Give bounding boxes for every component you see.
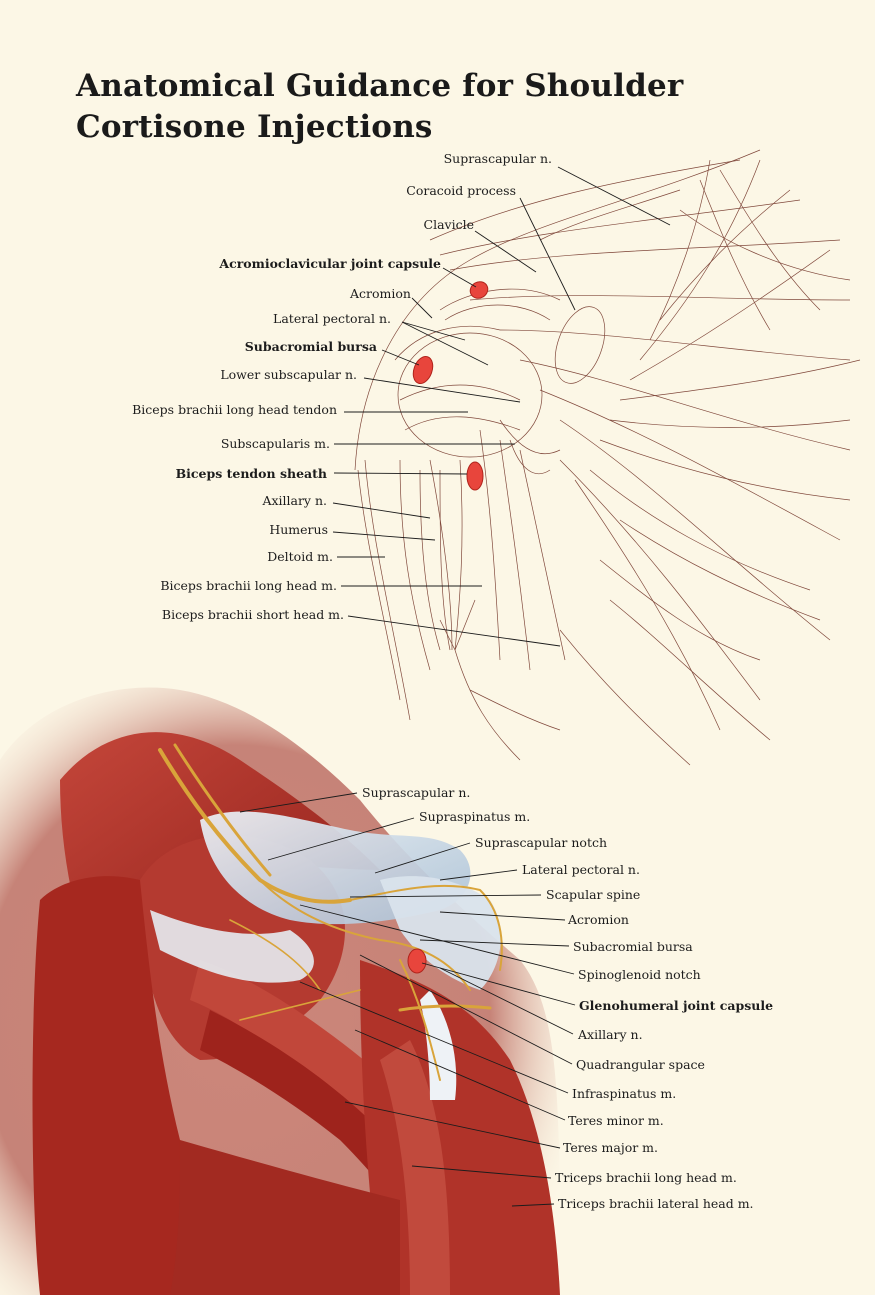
label-subacromial-bursa-2: Subacromial bursa [573,939,693,954]
subacromial-injection-site [412,355,434,385]
label-quadrangular-space: Quadrangular space [576,1057,705,1072]
label-clavicle: Clavicle [423,217,474,232]
page-title: Anatomical Guidance for Shoulder Cortiso… [76,66,683,148]
label-biceps-long-head-tendon: Biceps brachii long head tendon [132,402,337,417]
label-teres-minor-m: Teres minor m. [568,1113,664,1128]
label-biceps-tendon-sheath: Biceps tendon sheath [175,466,327,481]
label-triceps-lateral-head-m: Triceps brachii lateral head m. [558,1196,754,1211]
label-supraspinatus-m: Supraspinatus m. [419,809,531,824]
upper-sketch [354,149,861,766]
label-biceps-long-head-m: Biceps brachii long head m. [160,578,337,593]
title-line-2: Cortisone Injections [76,109,433,145]
label-coracoid-process: Coracoid process [406,183,516,198]
label-suprascapular-n: Suprascapular n. [443,151,552,166]
upper-leader-lines [332,166,671,647]
label-scapular-spine: Scapular spine [546,887,641,902]
label-biceps-short-head-m: Biceps brachii short head m. [161,607,344,622]
label-lower-subscapular-n: Lower subscapular n. [220,367,357,382]
label-lateral-pectoral-n: Lateral pectoral n. [273,311,391,326]
label-lateral-pectoral-n-2: Lateral pectoral n. [522,862,640,877]
label-ac-joint-capsule: Acromioclavicular joint capsule [219,256,441,271]
glenohumeral-injection-site [407,948,427,974]
biceps-sheath-injection-site [466,461,484,491]
title-line-1: Anatomical Guidance for Shoulder [76,68,684,104]
label-glenohumeral-joint-capsule: Glenohumeral joint capsule [579,998,774,1013]
label-spinoglenoid-notch: Spinoglenoid notch [578,967,701,982]
label-triceps-long-head-m: Triceps brachii long head m. [555,1170,737,1185]
ac-joint-injection-site [469,281,489,299]
lower-leader-lines [239,792,576,1207]
label-suprascapular-n-2: Suprascapular n. [362,785,471,800]
label-axillary-n-2: Axillary n. [578,1027,643,1042]
label-teres-major-m: Teres major m. [563,1140,659,1155]
label-acromion: Acromion [350,286,411,301]
label-acromion-2: Acromion [568,912,629,927]
label-axillary-n: Axillary n. [262,493,327,508]
lower-illustration [0,687,560,1295]
upper-injection-sites [412,281,489,491]
label-suprascapular-notch: Suprascapular notch [475,835,608,850]
label-humerus: Humerus [269,522,328,537]
label-deltoid-m: Deltoid m. [267,549,333,564]
label-infraspinatus-m: Infraspinatus m. [572,1086,677,1101]
label-subacromial-bursa: Subacromial bursa [244,339,377,354]
label-subscapularis-m: Subscapularis m. [220,436,330,451]
